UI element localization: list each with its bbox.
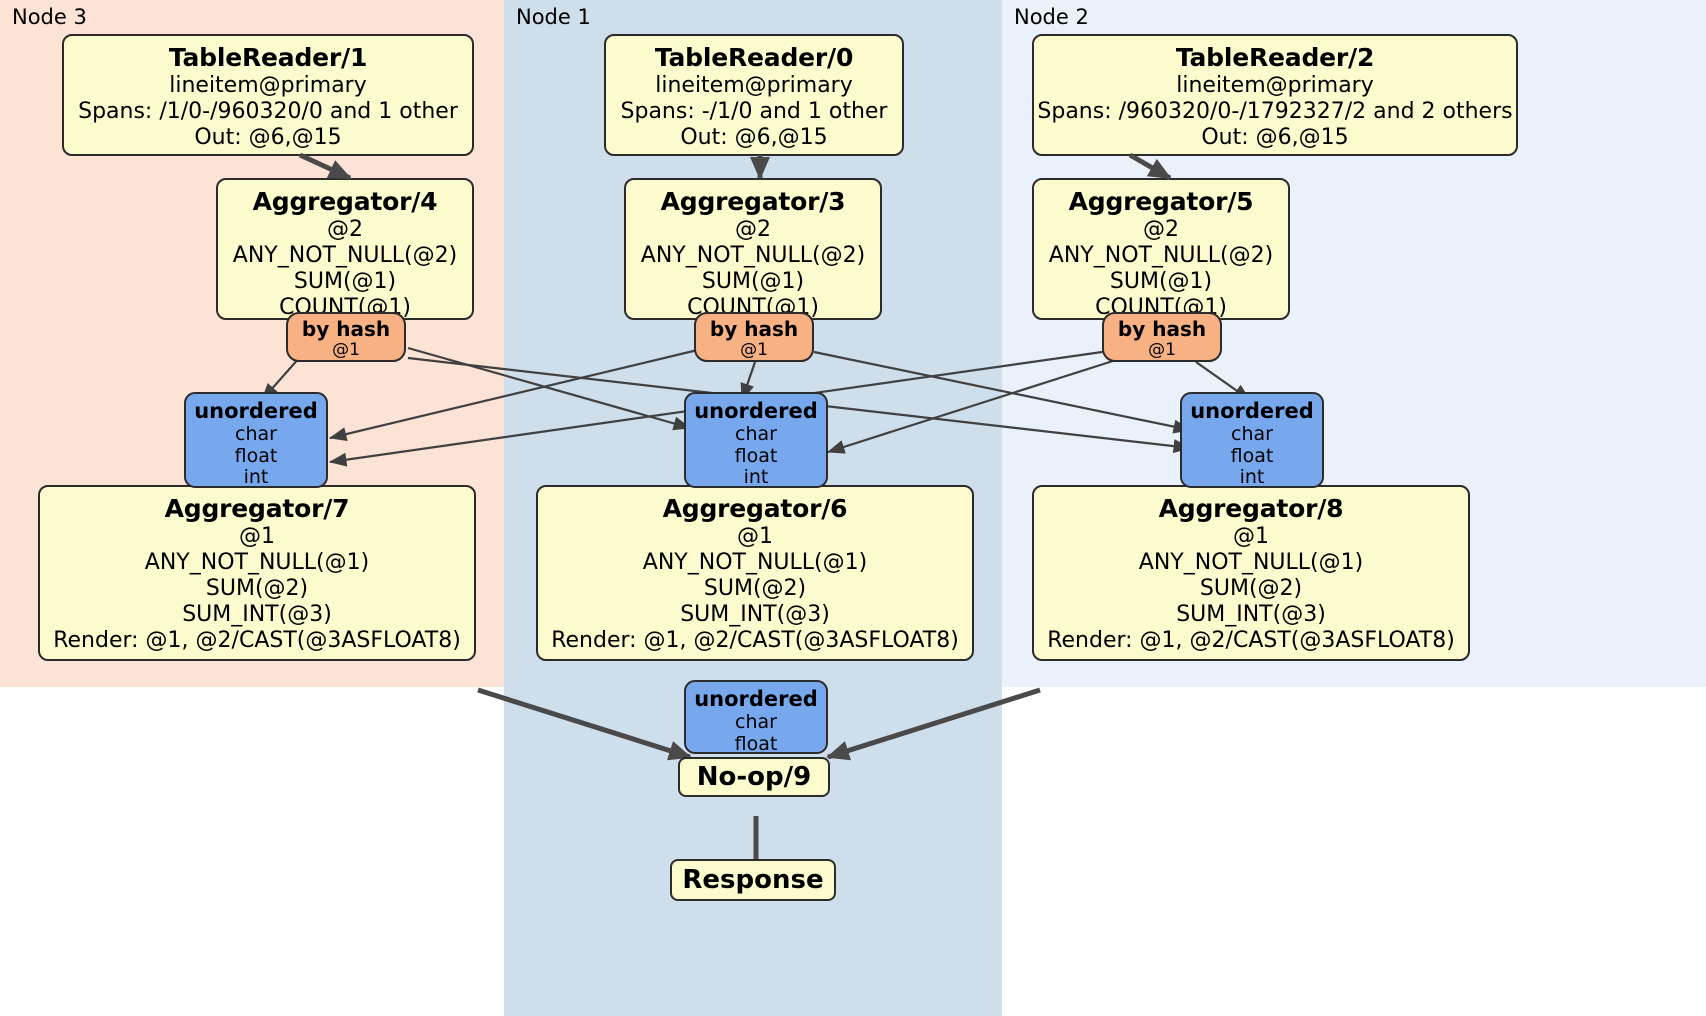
router-title: by hash xyxy=(1117,317,1207,341)
processor-detail-agg-1: ANY_NOT_NULL(@2) xyxy=(640,243,866,269)
processor-title: Aggregator/3 xyxy=(660,187,846,216)
processor-detail-groupcols: @1 xyxy=(1233,524,1269,550)
processor-detail-out: Out: @6,@15 xyxy=(680,125,828,151)
synchronizer-type-float: float xyxy=(734,732,778,755)
processor-table-reader-0[interactable]: TableReader/0 lineitem@primary Spans: -/… xyxy=(604,34,904,156)
processor-detail-agg-2: SUM(@1) xyxy=(293,269,397,295)
router-by-hash-center[interactable]: by hash @1 xyxy=(694,312,814,362)
processor-detail-spans: Spans: /960320/0-/1792327/2 and 2 others xyxy=(1037,99,1513,125)
processor-table-reader-2[interactable]: TableReader/2 lineitem@primary Spans: /9… xyxy=(1032,34,1518,156)
processor-detail-table: lineitem@primary xyxy=(655,73,853,99)
processor-title: Aggregator/4 xyxy=(252,187,438,216)
processor-detail-render: Render: @1, @2/CAST(@3ASFLOAT8) xyxy=(1047,628,1455,654)
processor-response[interactable]: Response xyxy=(670,859,836,901)
processor-detail-render: Render: @1, @2/CAST(@3ASFLOAT8) xyxy=(53,628,461,654)
processor-detail-table: lineitem@primary xyxy=(169,73,367,99)
processor-title: Aggregator/7 xyxy=(164,494,350,523)
processor-title: Aggregator/8 xyxy=(1158,494,1344,523)
synchronizer-type-int: int xyxy=(743,466,769,489)
processor-detail-agg-3: SUM_INT(@3) xyxy=(182,602,332,628)
processor-detail-agg-2: SUM(@1) xyxy=(701,269,805,295)
synchronizer-title: unordered xyxy=(1190,399,1314,423)
synchronizer-title: unordered xyxy=(694,687,818,711)
processor-detail-out: Out: @6,@15 xyxy=(194,125,342,151)
node-panel-label-node-2: Node 2 xyxy=(1014,5,1089,29)
processor-detail-table: lineitem@primary xyxy=(1176,73,1374,99)
synchronizer-unordered-right[interactable]: unordered char float int xyxy=(1180,392,1324,488)
processor-aggregator-7[interactable]: Aggregator/7 @1 ANY_NOT_NULL(@1) SUM(@2)… xyxy=(38,485,476,661)
processor-detail-agg-1: ANY_NOT_NULL(@1) xyxy=(1138,550,1364,576)
processor-title: TableReader/2 xyxy=(1175,43,1375,72)
synchronizer-type-char: char xyxy=(735,711,777,734)
processor-detail-spans: Spans: -/1/0 and 1 other xyxy=(620,99,888,125)
node-panel-label-node-1: Node 1 xyxy=(516,5,591,29)
processor-detail-groupcols: @2 xyxy=(1143,217,1179,243)
processor-title: Response xyxy=(682,864,824,895)
processor-title: Aggregator/5 xyxy=(1068,187,1254,216)
processor-aggregator-8[interactable]: Aggregator/8 @1 ANY_NOT_NULL(@1) SUM(@2)… xyxy=(1032,485,1470,661)
processor-detail-out: Out: @6,@15 xyxy=(1201,125,1349,151)
processor-title: No-op/9 xyxy=(696,761,812,792)
processor-detail-agg-2: SUM(@2) xyxy=(1199,576,1303,602)
synchronizer-title: unordered xyxy=(694,399,818,423)
processor-detail-groupcols: @2 xyxy=(735,217,771,243)
router-detail: @1 xyxy=(1148,340,1176,360)
processor-detail-agg-2: SUM(@2) xyxy=(703,576,807,602)
processor-detail-agg-2: SUM(@1) xyxy=(1109,269,1213,295)
synchronizer-unordered-left[interactable]: unordered char float int xyxy=(184,392,328,488)
synchronizer-type-char: char xyxy=(235,423,277,446)
processor-aggregator-6[interactable]: Aggregator/6 @1 ANY_NOT_NULL(@1) SUM(@2)… xyxy=(536,485,974,661)
router-by-hash-left[interactable]: by hash @1 xyxy=(286,312,406,362)
synchronizer-type-float: float xyxy=(234,444,278,467)
processor-title: TableReader/1 xyxy=(168,43,368,72)
node-panel-label-node-3: Node 3 xyxy=(12,5,87,29)
processor-detail-agg-2: SUM(@2) xyxy=(205,576,309,602)
router-title: by hash xyxy=(709,317,799,341)
processor-title: Aggregator/6 xyxy=(662,494,848,523)
synchronizer-type-float: float xyxy=(734,444,778,467)
processor-title: TableReader/0 xyxy=(654,43,854,72)
processor-detail-groupcols: @1 xyxy=(239,524,275,550)
processor-detail-groupcols: @2 xyxy=(327,217,363,243)
processor-detail-agg-3: SUM_INT(@3) xyxy=(680,602,830,628)
processor-detail-agg-1: ANY_NOT_NULL(@2) xyxy=(232,243,458,269)
synchronizer-type-char: char xyxy=(1231,423,1273,446)
processor-detail-agg-1: ANY_NOT_NULL(@1) xyxy=(642,550,868,576)
processor-detail-agg-3: SUM_INT(@3) xyxy=(1176,602,1326,628)
synchronizer-type-float: float xyxy=(1230,444,1274,467)
processor-no-op-9[interactable]: No-op/9 xyxy=(678,757,830,797)
synchronizer-unordered-center[interactable]: unordered char float int xyxy=(684,392,828,488)
processor-detail-render: Render: @1, @2/CAST(@3ASFLOAT8) xyxy=(551,628,959,654)
processor-aggregator-4[interactable]: Aggregator/4 @2 ANY_NOT_NULL(@2) SUM(@1)… xyxy=(216,178,474,320)
synchronizer-type-char: char xyxy=(735,423,777,446)
router-detail: @1 xyxy=(740,340,768,360)
processor-detail-agg-1: ANY_NOT_NULL(@1) xyxy=(144,550,370,576)
synchronizer-type-int: int xyxy=(243,466,269,489)
processor-detail-spans: Spans: /1/0-/960320/0 and 1 other xyxy=(78,99,458,125)
processor-detail-agg-1: ANY_NOT_NULL(@2) xyxy=(1048,243,1274,269)
processor-table-reader-1[interactable]: TableReader/1 lineitem@primary Spans: /1… xyxy=(62,34,474,156)
router-title: by hash xyxy=(301,317,391,341)
synchronizer-type-int: int xyxy=(1239,466,1265,489)
synchronizer-unordered-final[interactable]: unordered char float xyxy=(684,680,828,755)
synchronizer-title: unordered xyxy=(194,399,318,423)
router-detail: @1 xyxy=(332,340,360,360)
processor-aggregator-3[interactable]: Aggregator/3 @2 ANY_NOT_NULL(@2) SUM(@1)… xyxy=(624,178,882,320)
router-by-hash-right[interactable]: by hash @1 xyxy=(1102,312,1222,362)
processor-detail-groupcols: @1 xyxy=(737,524,773,550)
processor-aggregator-5[interactable]: Aggregator/5 @2 ANY_NOT_NULL(@2) SUM(@1)… xyxy=(1032,178,1290,320)
